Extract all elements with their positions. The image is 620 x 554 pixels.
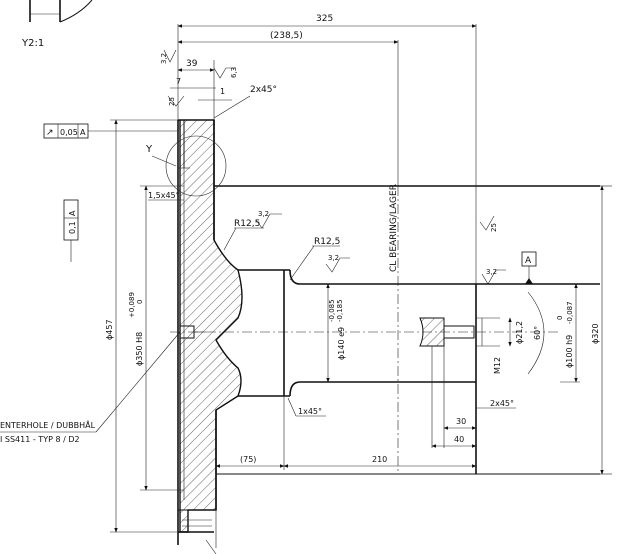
dim-d100-tol-up: 0 <box>556 316 564 320</box>
chamfer-top-label: 2x45° <box>250 85 277 95</box>
flange-hatch <box>178 119 243 533</box>
dim-40: 40 <box>454 435 464 444</box>
dim-d21: ϕ21,2 <box>515 321 524 344</box>
surface-finish-top <box>163 49 236 107</box>
finish-63-top: 6,3 <box>230 67 238 78</box>
radius-lower: R12,5 <box>314 237 340 247</box>
finish-32-r2: 3,2 <box>328 254 339 262</box>
runout-frame-side[interactable]: 0,1 A <box>63 199 79 262</box>
runout-side-datum: A <box>68 210 77 216</box>
dim-d140-tol-up: -0,085 <box>328 299 336 322</box>
dim-ref-75: (75) <box>240 455 256 464</box>
dim-overall-length: 325 <box>316 14 333 24</box>
runout-symbol: ↗ <box>46 128 54 138</box>
radius-upper: R12,5 <box>234 219 260 229</box>
dim-d350-tol-up: +0,089 <box>128 292 136 318</box>
finish-25-right: 25 <box>490 223 498 232</box>
top-dimensions <box>170 24 477 284</box>
detail-y-label: Y <box>145 144 153 155</box>
chamfer-end-label: 2x45° <box>490 399 514 408</box>
datum-a-label: A <box>525 256 532 266</box>
dim-1: 1 <box>220 87 225 96</box>
angle-arc <box>527 291 545 375</box>
detail-scale-label: Y2:1 <box>21 38 44 49</box>
detail-view-fragment <box>29 0 93 23</box>
dim-39: 39 <box>186 59 198 69</box>
bearing-label: CL BEARING/LAGER <box>389 184 399 272</box>
dim-210: 210 <box>372 455 387 464</box>
dim-d350: ϕ350 H8 <box>135 332 144 366</box>
finish-32-top: 3,2 <box>160 53 168 64</box>
dim-30: 30 <box>456 417 466 426</box>
finish-32-end: 3,2 <box>486 268 497 276</box>
dim-d320: ϕ320 <box>591 323 600 344</box>
left-diameter-dims <box>110 119 184 533</box>
datum-a[interactable]: A <box>521 251 537 284</box>
note-line-2: I SS411 - TYP 8 / D2 <box>0 435 80 444</box>
dim-ref-length: (238,5) <box>270 31 303 41</box>
finish-32-r1: 3,2 <box>258 210 269 218</box>
runout-frame-top[interactable]: ↗ 0,05 A <box>43 123 178 139</box>
dim-d350-tol-lo: 0 <box>136 300 144 304</box>
dim-d100-tol-lo: -0,087 <box>566 301 574 324</box>
note-line-1: ENTERHOLE / DUBBHÅL <box>0 419 96 430</box>
chamfer-shoulder-label: 1x45° <box>298 407 322 416</box>
runout-side-value: 0,1 <box>68 221 77 234</box>
centerhole-note: ENTERHOLE / DUBBHÅL I SS411 - TYP 8 / D2 <box>0 331 181 444</box>
dim-thread: M12 <box>493 357 502 374</box>
detail-y-circle <box>165 135 227 197</box>
runout-value: 0,05 <box>60 128 78 137</box>
dim-d457: ϕ457 <box>105 319 114 340</box>
chamfer-inner-label: 1,5x45° <box>148 191 180 200</box>
runout-datum: A <box>80 128 86 137</box>
dim-angle: 60° <box>533 326 542 340</box>
dim-d100: ϕ100 h9 <box>565 335 574 368</box>
finish-25-top: 25 <box>168 97 176 106</box>
dim-d140-tol-lo: -0,185 <box>336 299 344 322</box>
shaft-section <box>177 119 600 545</box>
dim-7: 7 <box>176 77 181 86</box>
dim-d140: ϕ140 e9 <box>337 327 346 360</box>
